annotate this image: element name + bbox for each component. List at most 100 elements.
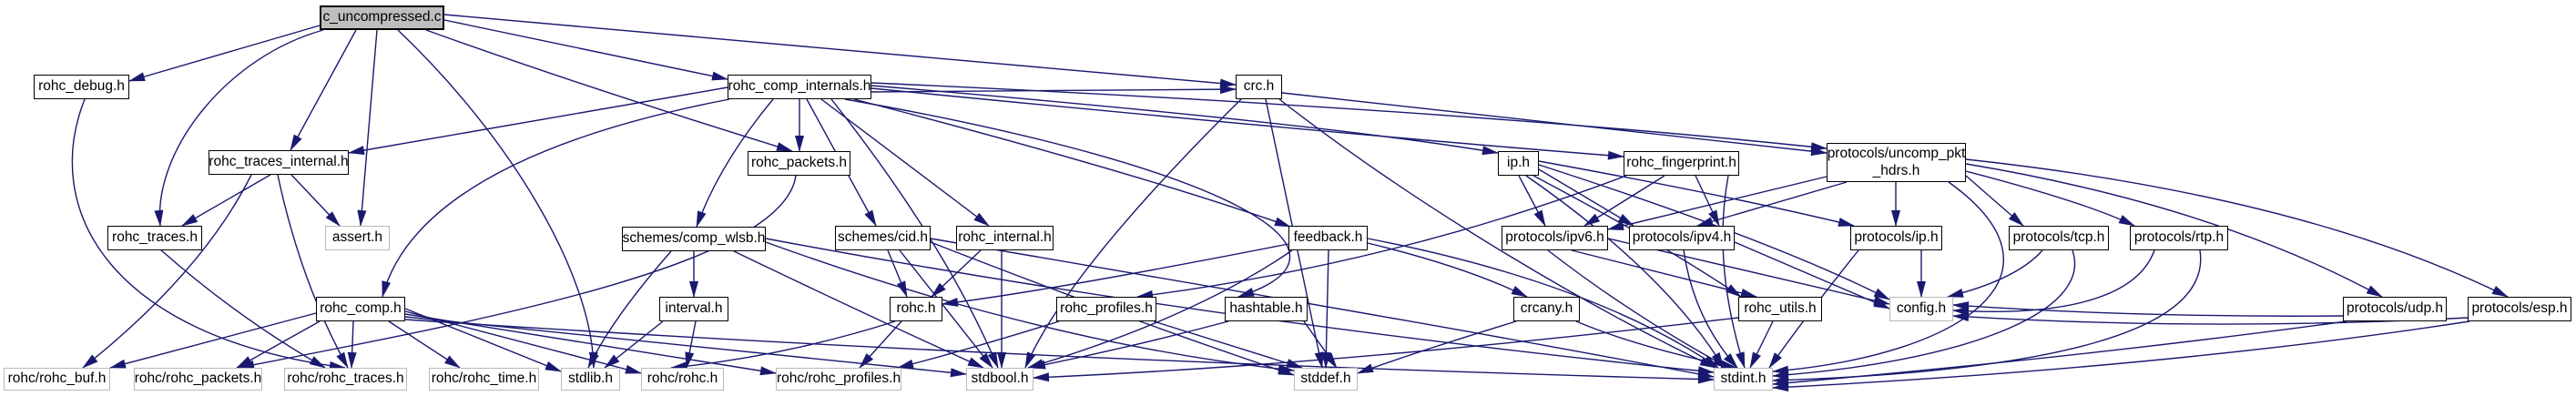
edge-rohc-comp-h--rohc-rohc-buf-h [109,312,317,369]
edge-protocols-ipv4-h--stdint-h [1683,249,1738,369]
node-stdint-h: stdint.h [1714,368,1773,391]
node-rohc-comp-h[interactable]: rohc_comp.h [316,297,405,321]
edge-interval-h--rohc-rohc-h [685,320,697,369]
edge-crc-h--stdbool-h [1024,98,1242,369]
node-protocols-ipv4-h[interactable]: protocols/ipv4.h [1629,226,1735,250]
edge-rohc-comp-internals-h--stdbool-h [830,98,999,369]
node-rohc-rohc-h: rohc/rohc.h [641,368,724,391]
edge-protocols-ipv6-h--rohc-utils-h [1571,249,1757,298]
edge-schemes-cid-h--stdint-h [930,238,1715,379]
node-protocols-esp-h[interactable]: protocols/esp.h [2468,297,2571,321]
edge-protocols-udp-h--stdint-h [1772,320,2347,388]
edge-rohc-traces-internal-h--assert-h [290,174,341,227]
node-rohc-comp-internals-h[interactable]: rohc_comp_internals.h [728,75,871,99]
edge-protocols-esp-h--stdint-h [1772,320,2470,392]
edge-rohc-comp-h--rohc-rohc-packets-h [236,320,321,369]
edge-protocols-udp-h--config-h [1952,301,2344,317]
edge-rohc-profiles-h--stddef-h [1153,320,1303,369]
node-protocols-tcp-h[interactable]: protocols/tcp.h [2009,226,2109,250]
node-protocols-ipv6-h[interactable]: protocols/ipv6.h [1502,226,1608,250]
edge-schemes-comp-wlsb-h--stddef-h [765,241,1295,374]
edge-protocols-tcp-h--stdint-h [1772,249,2075,380]
node-c-uncompressed-c: c_uncompressed.c [320,5,444,30]
node-crc-h[interactable]: crc.h [1236,75,1282,99]
edge-protocols-rtp-h--stdint-h [1772,249,2202,385]
node-protocols-rtp-h[interactable]: protocols/rtp.h [2130,226,2228,250]
edge-rohc-comp-internals-h--rohc-comp-h [382,98,730,298]
edge-feedback-h--crcany-h [1367,242,1528,298]
node-interval-h[interactable]: interval.h [659,297,728,321]
edge-rohc-traces-h--rohc-rohc-traces-h [159,249,326,369]
edge-protocols-tcp-h--config-h [1947,249,2043,298]
edge-rohc-comp-internals-h--rohc-internal-h [820,98,990,227]
edge-protocols-uncomp-pkt-hdrs-h--protocols-ipv6-h [1607,176,1828,230]
edge-c-uncompressed-c--crc-h [443,14,1237,88]
node-hashtable-h[interactable]: hashtable.h [1225,297,1308,321]
node-protocols-uncomp-pkt-hdrs-h[interactable]: protocols/uncomp_pkt _hdrs.h [1827,143,1966,182]
edge-rohc-comp-internals-h--ip-h [871,85,1499,156]
edge-c-uncompressed-c--rohc-debug-h [128,25,321,82]
edge-schemes-comp-wlsb-h--stdlib-h [587,250,672,369]
edge-hashtable-h--stddef-h [1303,320,1338,369]
node-protocols-ip-h[interactable]: protocols/ip.h [1850,226,1942,250]
edge-ip-h--protocols-ipv6-h [1518,175,1546,227]
edge-c-uncompressed-c--stdlib-h [397,29,598,369]
edge-c-uncompressed-c--assert-h [357,29,378,227]
edge-schemes-cid-h--rohc-h [887,249,908,298]
node-feedback-h[interactable]: feedback.h [1288,226,1368,250]
edge-protocols-ipv6-h--stdint-h [1547,249,1729,369]
edge-rohc-internal-h--rohc-h [931,249,982,298]
edge-c-uncompressed-c--rohc-traces-h [154,29,324,227]
edge-rohc-fingerprint-h--protocols-ipv4-h [1695,175,1720,227]
edge-rohc-comp-h--rohc-rohc-time-h [388,320,461,369]
node-schemes-comp-wlsb-h[interactable]: schemes/comp_wlsb.h [622,227,766,251]
edge-ip-h--protocols-ipv4-h [1538,168,1634,227]
edge-rohc-traces-internal-h--rohc-rohc-buf-h [82,174,252,369]
edge-rohc-debug-h--rohc-rohc-traces-h [71,98,346,371]
edge-protocols-rtp-h--config-h [1952,249,2155,316]
node-ip-h[interactable]: ip.h [1498,151,1539,176]
edge-rohc-fingerprint-h--stdint-h [1722,175,1746,369]
edge-schemes-comp-wlsb-h--stdbool-h [733,250,984,369]
node-rohc-utils-h[interactable]: rohc_utils.h [1738,297,1822,321]
node-stddef-h: stddef.h [1294,368,1358,391]
edge-rohc-h--rohc-rohc-h [670,320,896,371]
edge-ip-h--protocols-ip-h [1538,160,1855,227]
edge-crc-h--protocols-uncomp-pkt-hdrs-h [1281,92,1828,157]
edge-protocols-uncomp-pkt-hdrs-h--protocols-udp-h [1965,163,2383,298]
edge-crcany-h--stddef-h [1357,320,1517,374]
node-rohc-internal-h[interactable]: rohc_internal.h [956,226,1054,250]
node-schemes-cid-h[interactable]: schemes/cid.h [835,226,931,250]
node-rohc-profiles-h[interactable]: rohc_profiles.h [1056,297,1156,321]
node-config-h: config.h [1889,297,1953,321]
node-assert-h: assert.h [325,226,390,250]
edge-protocols-uncomp-pkt-hdrs-h--stdint-h [1772,181,2004,375]
node-rohc-traces-internal-h[interactable]: rohc_traces_internal.h [209,150,349,175]
node-rohc-rohc-profiles-h: rohc/rohc_profiles.h [776,368,901,391]
node-rohc-packets-h[interactable]: rohc_packets.h [748,151,850,176]
edge-c-uncompressed-c--rohc-packets-h [425,29,793,152]
edge-rohc-utils-h--stdbool-h [1033,317,1739,382]
edge-feedback-h--stdint-h [1367,238,1719,369]
edge-protocols-ipv4-h--config-h [1734,241,1890,310]
node-crcany-h[interactable]: crcany.h [1513,297,1580,321]
node-rohc-fingerprint-h[interactable]: rohc_fingerprint.h [1624,151,1739,176]
edge-rohc-fingerprint-h--protocols-ipv6-h [1583,175,1665,227]
node-protocols-udp-h[interactable]: protocols/udp.h [2343,297,2447,321]
node-stdlib-h: stdlib.h [561,368,620,391]
edge-crcany-h--stdint-h [1575,320,1737,370]
node-rohc-debug-h[interactable]: rohc_debug.h [34,75,129,99]
node-rohc-h[interactable]: rohc.h [890,297,942,321]
edge-rohc-comp-internals-h--schemes-comp-wlsb-h [696,98,774,228]
edge-c-uncompressed-c--rohc-traces-internal-h [290,29,357,151]
edge-c-uncompressed-c--rohc-comp-internals-h [443,19,728,81]
edge-rohc-packets-h--rohc-rohc-packets-h [238,175,797,370]
edge-protocols-uncomp-pkt-hdrs-h--protocols-esp-h [1965,158,2509,298]
node-rohc-traces-h[interactable]: rohc_traces.h [107,226,202,250]
node-rohc-rohc-buf-h: rohc/rohc_buf.h [4,368,110,391]
edge-interval-h--stdlib-h [604,320,664,369]
edge-rohc-traces-internal-h--rohc-rohc-traces-h [277,174,349,369]
edge-rohc-profiles-h--rohc-rohc-profiles-h [897,320,1060,369]
edge-rohc-comp-h--rohc-rohc-traces-h [347,320,357,369]
